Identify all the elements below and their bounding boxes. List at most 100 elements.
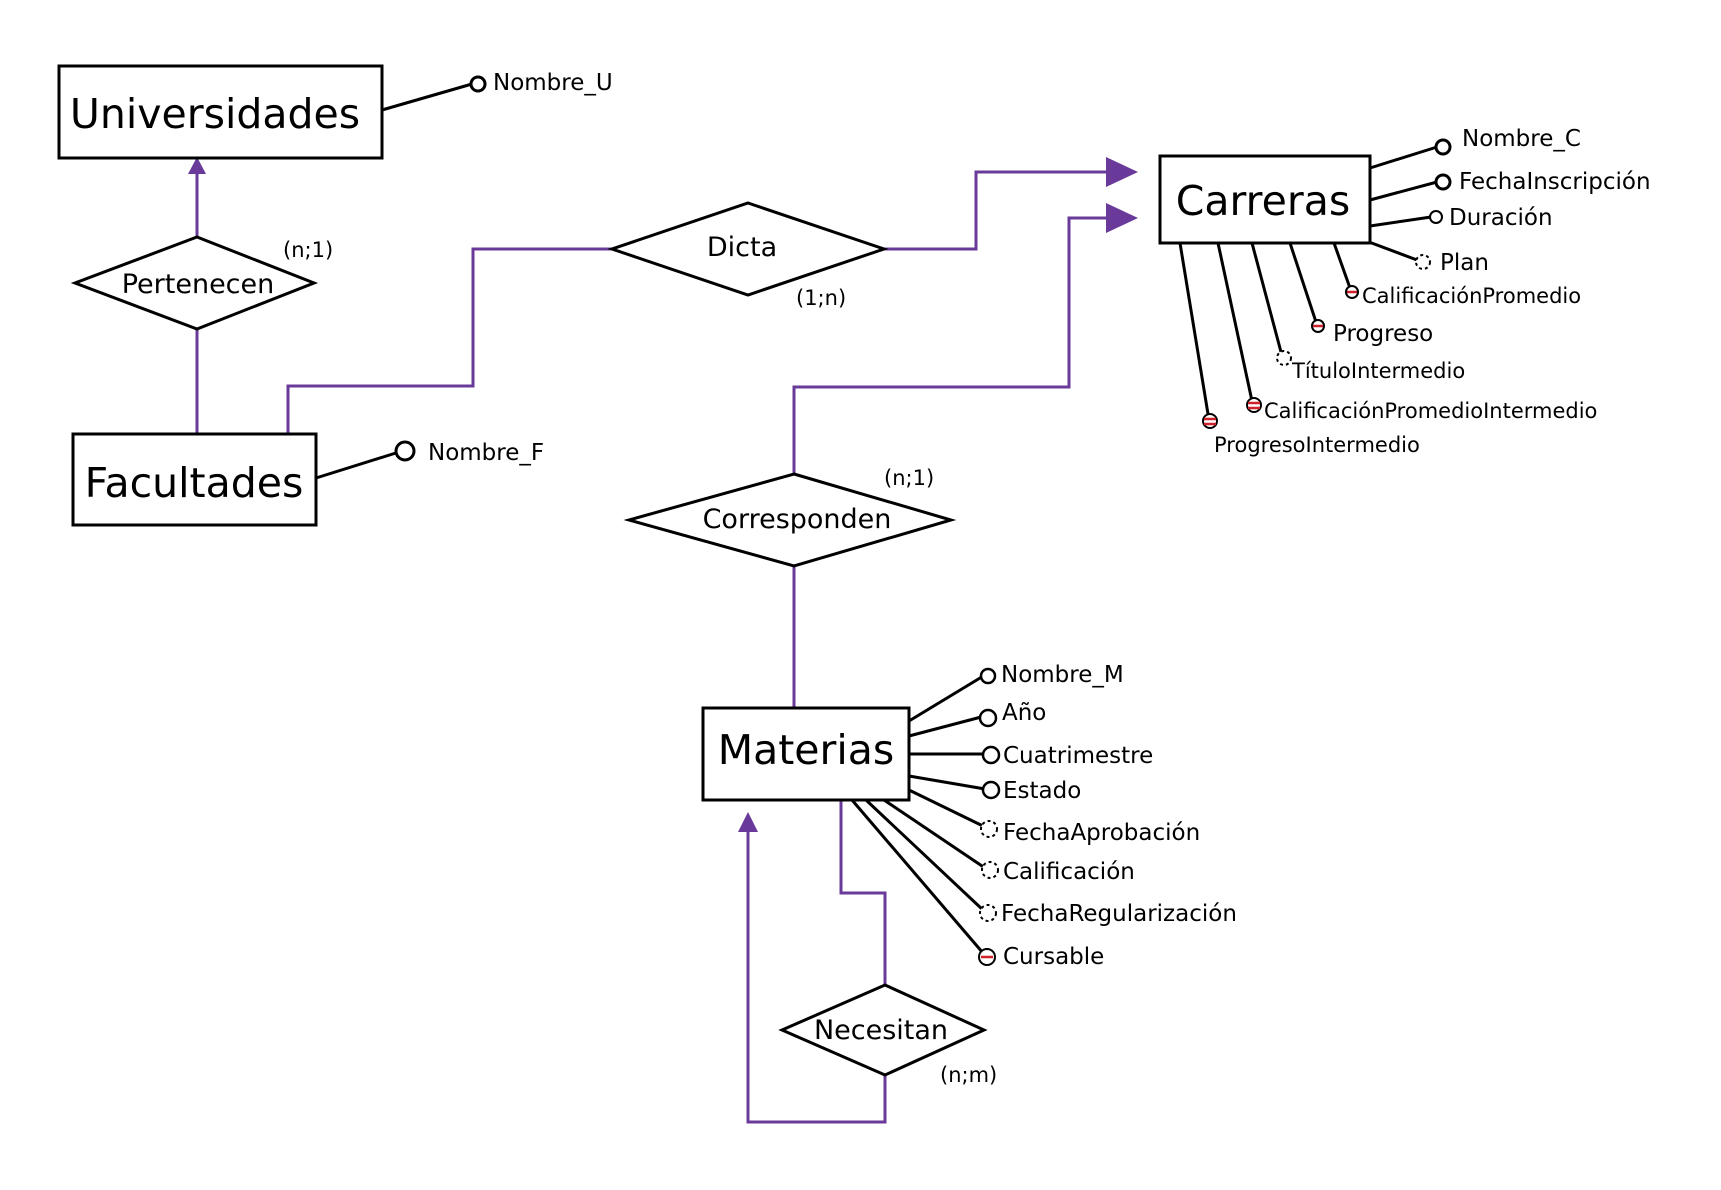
attribute-label: Estado — [1003, 778, 1081, 804]
relationship-connectors — [188, 157, 1138, 1124]
optional-marker-icon — [979, 904, 997, 922]
attribute-nombre-f[interactable]: Nombre_F — [394, 440, 544, 466]
attr-line — [883, 798, 986, 870]
attr-line — [1368, 240, 1418, 262]
attr-line — [908, 788, 986, 829]
carreras-arrowhead-top — [1106, 157, 1138, 187]
attribute-label: Progreso — [1333, 321, 1433, 347]
attr-line — [1332, 242, 1352, 289]
attribute-progreso[interactable]: Progreso — [1311, 319, 1433, 347]
attribute-marker-icon — [1429, 210, 1443, 224]
attribute-progresointermedio[interactable]: ProgresoIntermedio — [1202, 413, 1420, 457]
attribute-duracion[interactable]: Duración — [1429, 205, 1553, 231]
attribute-lines — [315, 82, 1438, 954]
attribute-marker-icon — [979, 667, 997, 685]
attribute-label: Calificación — [1003, 859, 1135, 885]
attribute-marker-icon — [981, 745, 1001, 765]
entity-universidades[interactable]: Universidades — [57, 64, 384, 160]
relationship-pertenecen[interactable]: Pertenecen (n;1) — [70, 235, 333, 331]
universidades-arrowhead — [188, 157, 206, 174]
attribute-estado[interactable]: Estado — [981, 778, 1081, 804]
entity-box — [1158, 154, 1372, 245]
attribute-label: CalificaciónPromedioIntermedio — [1264, 399, 1597, 423]
attribute-label: FechaRegularización — [1001, 901, 1237, 927]
materias-to-necesitan-line — [839, 800, 887, 985]
attribute-label: Año — [1002, 700, 1046, 726]
attribute-fecharegularizacion[interactable]: FechaRegularización — [979, 901, 1237, 927]
relationship-necesitan[interactable]: Necesitan (n;m) — [778, 983, 997, 1087]
attr-line — [381, 82, 473, 112]
attribute-ano[interactable]: Año — [978, 700, 1046, 728]
relationship-corresponden[interactable]: Corresponden (n;1) — [623, 466, 957, 568]
materias-arrowhead — [738, 812, 758, 832]
attribute-label: Nombre_M — [1001, 662, 1124, 688]
attribute-label: Nombre_C — [1462, 126, 1581, 152]
attribute-nombre-m[interactable]: Nombre_M — [979, 662, 1124, 688]
relationship-diamond — [623, 472, 957, 568]
attr-line — [1250, 242, 1283, 353]
attribute-marker-icon — [978, 708, 998, 728]
entity-box — [701, 706, 911, 802]
attribute-cursable[interactable]: Cursable — [978, 944, 1104, 970]
cardinality-label: (n;1) — [283, 238, 333, 262]
identifier-marker-icon — [1434, 138, 1452, 156]
entity-box — [57, 64, 384, 160]
attribute-cuatrimestre[interactable]: Cuatrimestre — [981, 743, 1153, 769]
dicta-to-carreras-line — [884, 170, 1110, 251]
attr-line — [1369, 180, 1438, 202]
relationship-label: Necesitan — [814, 1015, 948, 1046]
attribute-fechainscripcion[interactable]: FechaInscripción — [1434, 169, 1651, 195]
attribute-fechaaprobacion[interactable]: FechaAprobación — [980, 820, 1200, 846]
attribute-nombre-c[interactable]: Nombre_C — [1434, 126, 1581, 156]
derived-marker-icon — [1202, 413, 1218, 429]
entity-carreras[interactable]: Carreras — [1158, 154, 1372, 245]
entity-label: Facultades — [85, 459, 304, 507]
relationship-label: Dicta — [707, 232, 777, 263]
attribute-titulointermedio[interactable]: TítuloIntermedio — [1276, 350, 1465, 383]
attribute-label: Cursable — [1003, 944, 1104, 970]
entity-label: Carreras — [1176, 177, 1350, 225]
identifier-marker-icon — [1434, 173, 1452, 191]
identifier-marker-icon — [394, 440, 416, 462]
facultades-to-dicta-line — [286, 247, 612, 434]
relationship-diamond — [607, 201, 889, 297]
attribute-label: Plan — [1440, 250, 1489, 276]
attribute-label: Nombre_F — [428, 440, 544, 466]
entity-materias[interactable]: Materias — [701, 706, 911, 802]
attribute-label: Nombre_U — [493, 70, 613, 96]
cardinality-label: (1;n) — [796, 286, 846, 310]
entity-label: Materias — [718, 726, 895, 774]
cardinality-label: (n;1) — [884, 466, 934, 490]
attr-line — [908, 714, 986, 738]
attribute-label: ProgresoIntermedio — [1214, 433, 1420, 457]
attribute-label: TítuloIntermedio — [1291, 359, 1465, 383]
entity-label: Universidades — [70, 90, 360, 138]
relationship-dicta[interactable]: Dicta (1;n) — [607, 201, 889, 310]
attr-line — [1288, 242, 1318, 323]
optional-marker-icon — [1415, 254, 1431, 270]
derived-marker-icon — [1246, 397, 1262, 413]
attribute-marker-icon — [981, 780, 1001, 800]
attr-line — [315, 450, 400, 480]
attr-line — [908, 673, 986, 723]
attr-line — [1178, 242, 1210, 415]
attribute-label: FechaAprobación — [1003, 820, 1200, 846]
identifier-marker-icon — [469, 75, 487, 93]
attr-line — [1216, 242, 1254, 402]
attribute-label: Cuatrimestre — [1003, 743, 1153, 769]
entity-facultades[interactable]: Facultades — [71, 432, 318, 527]
attribute-plan[interactable]: Plan — [1415, 250, 1489, 276]
attribute-calificacion[interactable]: Calificación — [981, 859, 1135, 885]
attribute-label: FechaInscripción — [1459, 169, 1651, 195]
corresponden-to-carreras-line — [792, 216, 1110, 474]
attr-line — [864, 798, 985, 912]
attribute-calificacionpromedio[interactable]: CalificaciónPromedio — [1345, 284, 1581, 308]
optional-marker-icon — [981, 861, 999, 879]
optional-marker-icon — [1276, 350, 1292, 366]
attribute-calificacionpromediointermedio[interactable]: CalificaciónPromedioIntermedio — [1246, 397, 1597, 423]
attr-line — [1369, 145, 1438, 170]
relationship-label: Corresponden — [703, 504, 892, 535]
entity-box — [71, 432, 318, 527]
attribute-nombre-u[interactable]: Nombre_U — [469, 70, 613, 96]
